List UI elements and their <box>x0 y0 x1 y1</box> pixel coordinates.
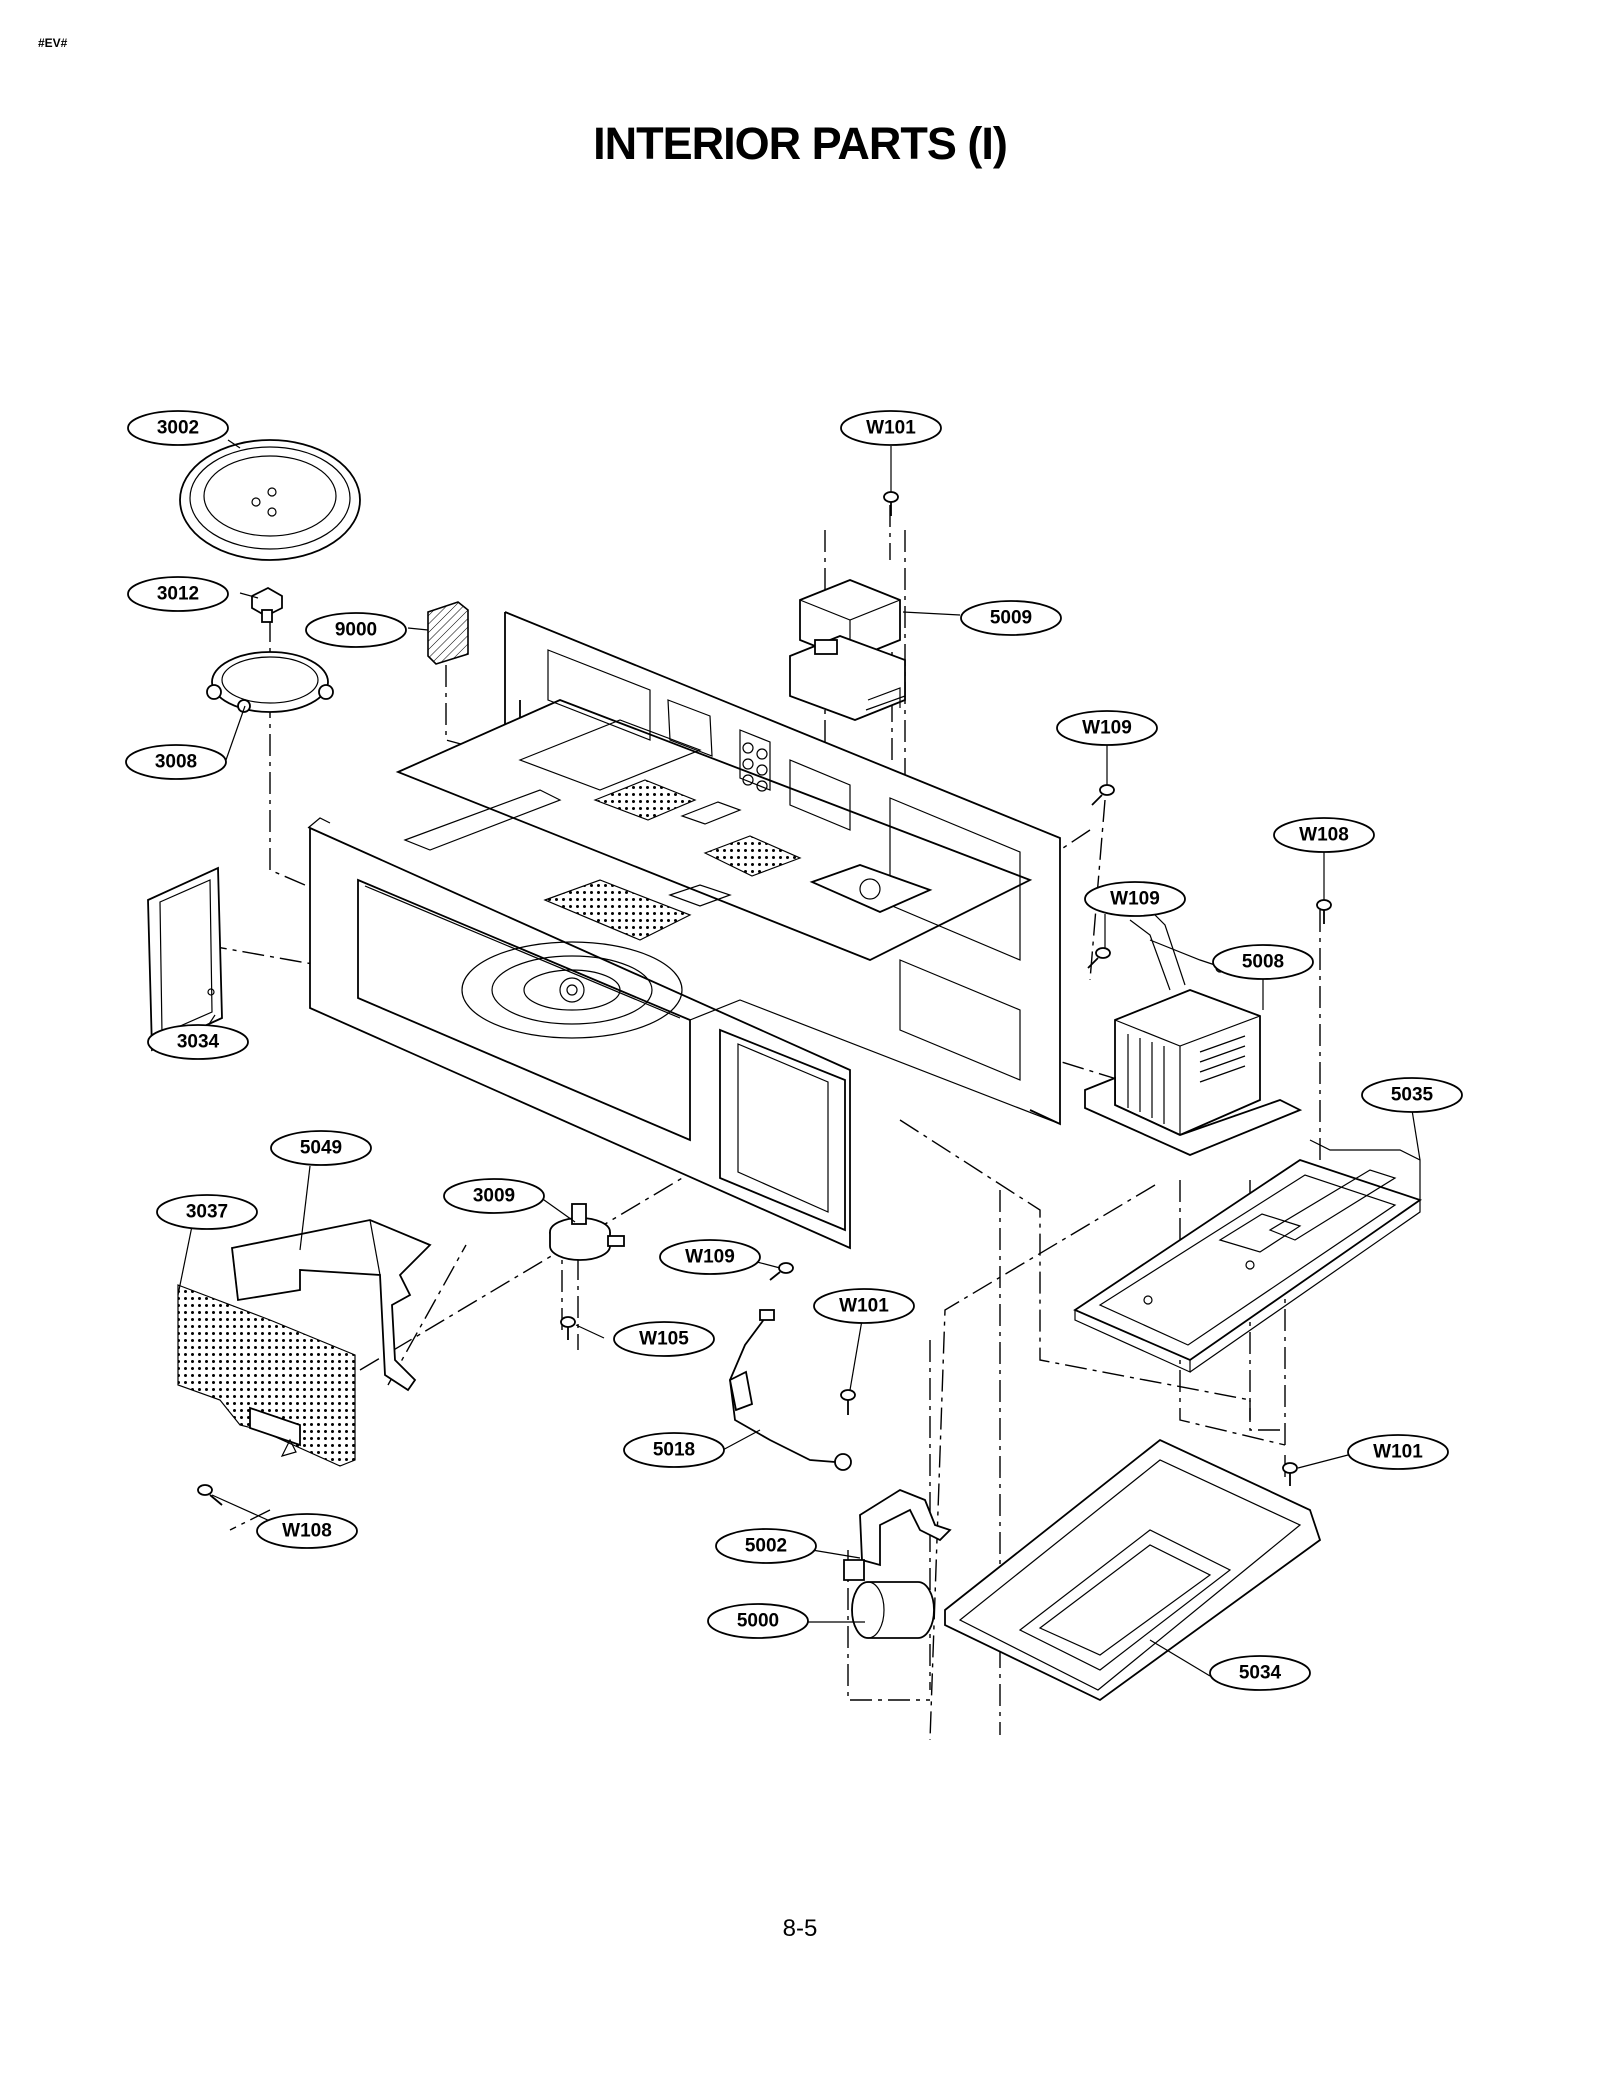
callout-w101-mid: W101 <box>813 1288 915 1324</box>
callout-w109-low: W109 <box>659 1239 761 1275</box>
callout-label: 5018 <box>653 1440 695 1461</box>
callout-label: 5002 <box>745 1536 787 1557</box>
callout-w108-top: W108 <box>1273 817 1375 853</box>
callout-5035: 5035 <box>1361 1077 1463 1113</box>
callout-label: 3037 <box>186 1202 228 1223</box>
callout-5008: 5008 <box>1212 944 1314 980</box>
callout-w105: W105 <box>613 1321 715 1357</box>
callout-label: W105 <box>639 1329 689 1350</box>
capacitor-bracket-5002 <box>859 1488 952 1567</box>
screw-w108-bottom <box>197 1484 223 1506</box>
callout-3037: 3037 <box>156 1194 258 1230</box>
callout-w109-top: W109 <box>1056 710 1158 746</box>
screw-w109-mid <box>1087 947 1111 969</box>
callout-5049: 5049 <box>270 1130 372 1166</box>
capacitor-5000 <box>843 1559 935 1639</box>
callout-5009: 5009 <box>960 600 1062 636</box>
callout-5034: 5034 <box>1209 1655 1311 1691</box>
callout-5018: 5018 <box>623 1432 725 1468</box>
callout-label: 3002 <box>157 418 199 439</box>
callout-w108-bottom: W108 <box>256 1513 358 1549</box>
document-code: #EV# <box>38 36 68 50</box>
screw-w101-mid <box>840 1389 856 1415</box>
callout-w109-mid: W109 <box>1084 881 1186 917</box>
callout-3008: 3008 <box>125 744 227 780</box>
screw-w109-top <box>1091 784 1115 806</box>
callout-3002: 3002 <box>127 410 229 446</box>
callout-5002: 5002 <box>715 1528 817 1564</box>
oven-cavity <box>307 611 1061 1250</box>
callout-label: 3012 <box>157 584 199 605</box>
callout-3012: 3012 <box>127 576 229 612</box>
transformer-5008 <box>1084 894 1303 1156</box>
perforated-panel-3037 <box>177 1284 356 1467</box>
page-number: 8-5 <box>782 1915 818 1942</box>
callout-label: 5008 <box>1242 952 1284 973</box>
callout-label: 5000 <box>737 1611 779 1632</box>
screw-w101-top <box>883 491 899 516</box>
magnetron-5009 <box>789 579 906 721</box>
turntable-motor-3009 <box>549 1203 625 1261</box>
turntable-tray-3002 <box>179 439 361 561</box>
callout-label: 5034 <box>1239 1663 1282 1684</box>
callout-label: W101 <box>1373 1442 1423 1463</box>
coupler-3012 <box>251 586 283 623</box>
screw-w105 <box>560 1316 576 1340</box>
callout-3034: 3034 <box>147 1024 249 1060</box>
callout-label: 3009 <box>473 1186 515 1207</box>
callout-label: W109 <box>1082 718 1132 739</box>
callout-label: W101 <box>866 418 916 439</box>
callout-label: W108 <box>282 1521 332 1542</box>
callout-w101-right: W101 <box>1347 1434 1449 1470</box>
callout-label: 5009 <box>990 608 1032 629</box>
block-9000 <box>427 601 469 665</box>
cover-plate-3034 <box>147 866 223 1052</box>
screw-w101-right <box>1282 1462 1298 1486</box>
duct-5049 <box>231 1219 432 1392</box>
screw-w109-low <box>769 1262 794 1281</box>
callout-label: 3008 <box>155 752 197 773</box>
screw-w108-top <box>1316 899 1332 924</box>
page-title: INTERIOR PARTS (I) <box>593 118 1008 169</box>
callout-label: W101 <box>839 1296 889 1317</box>
callout-label: W108 <box>1299 825 1349 846</box>
callout-label: 5049 <box>300 1138 342 1159</box>
roller-ring-3008 <box>206 651 334 713</box>
callout-3009: 3009 <box>443 1178 545 1214</box>
callout-5000: 5000 <box>707 1603 809 1639</box>
bottom-plate-5034 <box>944 1438 1322 1702</box>
base-bracket-5035 <box>1073 1139 1422 1373</box>
wire-5018 <box>728 1309 852 1471</box>
callout-9000: 9000 <box>305 612 407 648</box>
callout-label: 5035 <box>1391 1085 1434 1106</box>
callout-label: 9000 <box>335 620 377 641</box>
callout-w101-top: W101 <box>840 410 942 446</box>
callout-label: W109 <box>1110 889 1160 910</box>
callout-label: W109 <box>685 1247 735 1268</box>
callout-label: 3034 <box>177 1032 220 1053</box>
